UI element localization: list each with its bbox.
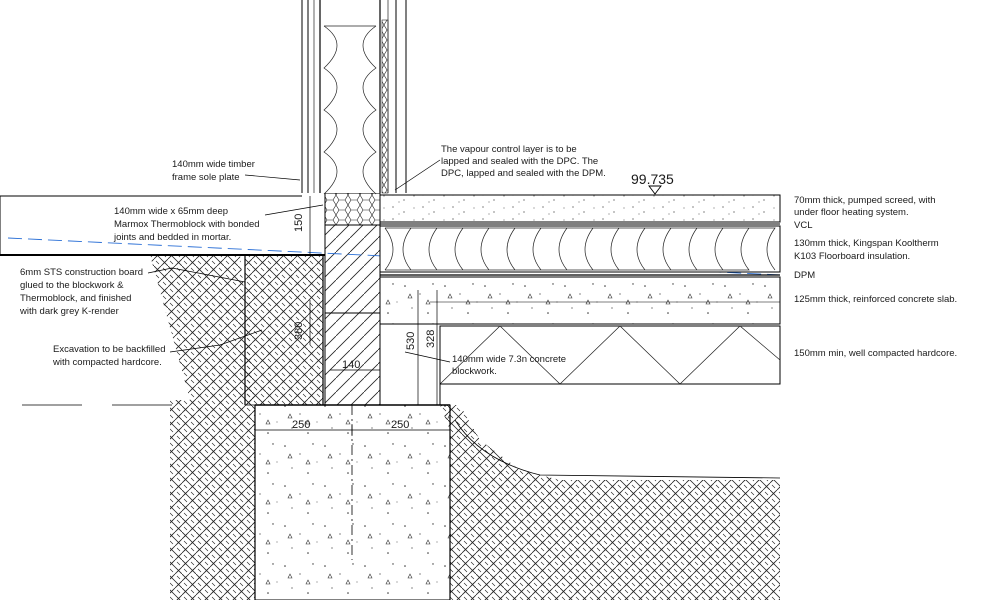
external-render <box>244 254 324 406</box>
note-slab: 125mm thick, reinforced concrete slab. <box>794 294 957 305</box>
level-value: 99.735 <box>631 171 674 187</box>
timber-frame-wall <box>302 0 408 193</box>
level-marker: 99.735 <box>631 171 674 195</box>
dim-250-left: 250 <box>292 419 310 431</box>
note-vcl: VCL <box>794 220 812 231</box>
floor-screed <box>379 194 781 223</box>
dim-150: 150 <box>293 214 305 232</box>
dim-380: 380 <box>293 322 305 340</box>
floor-insulation-pattern <box>384 227 776 271</box>
leader-lines <box>147 159 451 363</box>
thermoblock <box>324 192 381 226</box>
foundation-concrete <box>254 404 451 600</box>
wall-insulation <box>323 25 377 195</box>
blockwork-upper <box>324 224 381 314</box>
note-dpm: DPM <box>794 270 815 281</box>
dim-140: 140 <box>342 359 360 371</box>
dim-328: 328 <box>425 330 437 348</box>
note-thermoblock: 140mm wide x 65mm deep Marmox Thermobloc… <box>113 206 262 243</box>
ground-right-upper <box>460 405 780 480</box>
blockwork-lower <box>324 312 381 406</box>
note-sole-plate: 140mm wide timber frame sole plate <box>172 159 258 183</box>
note-blockwork: 140mm wide 7.3n concrete blockwork. <box>452 354 569 377</box>
ground-left <box>150 255 255 600</box>
dim-530: 530 <box>405 332 417 350</box>
note-insulation: 130mm thick, Kingspan Kooltherm K103 Flo… <box>794 238 941 262</box>
concrete-slab <box>379 276 781 325</box>
note-sts-board: 6mm STS construction board glued to the … <box>19 267 146 317</box>
dim-250-right: 250 <box>391 419 409 431</box>
note-screed: 70mm thick, pumped screed, with under fl… <box>794 195 938 218</box>
floor-insulation <box>379 225 781 273</box>
dimension-lines <box>254 196 451 436</box>
note-hardcore: 150mm min, well compacted hardcore. <box>794 348 957 359</box>
note-excavation: Excavation to be backfilled with compact… <box>52 344 168 368</box>
note-vapour-control: The vapour control layer is to be lapped… <box>441 144 606 179</box>
